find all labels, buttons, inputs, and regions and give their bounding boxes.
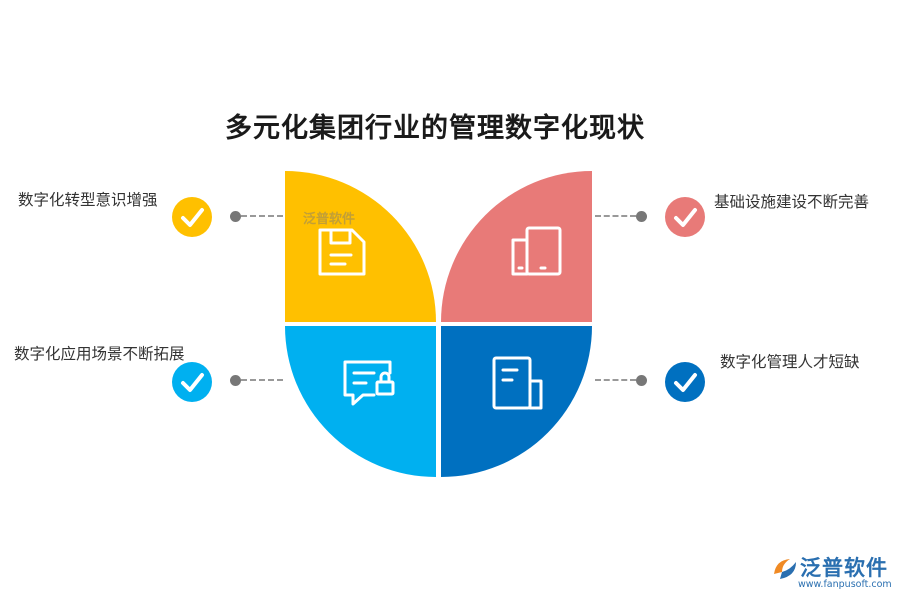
brand-logo-icon — [774, 559, 796, 579]
checkmark-icon — [172, 197, 212, 237]
brand-url: www.fanpusoft.com — [798, 579, 892, 590]
connector-dot — [230, 211, 241, 222]
connector-dot — [636, 211, 647, 222]
item-label-2: 基础设施建设不断完善 — [714, 193, 870, 211]
connector-line — [241, 379, 283, 381]
petal-yellow — [285, 171, 436, 322]
item-label-3: 数字化应用场景不断拓展 — [14, 345, 185, 363]
brand-logo: 泛普软件 www.fanpusoft.com — [770, 552, 895, 596]
checkmark-icon — [665, 362, 705, 402]
connector-line — [595, 215, 636, 217]
checkmark-icon — [665, 197, 705, 237]
item-label-4: 数字化管理人才短缺 — [720, 353, 860, 371]
connector-line — [595, 379, 636, 381]
chat-lock-icon — [343, 360, 395, 406]
watermark: 泛普软件 — [303, 212, 356, 227]
brand-name: 泛普软件 — [800, 556, 888, 580]
connector-dot — [230, 375, 241, 386]
item-label-1: 数字化转型意识增强 — [18, 191, 158, 209]
connector-dot — [636, 375, 647, 386]
document-icon — [492, 356, 543, 410]
page-title: 多元化集团行业的管理数字化现状 — [225, 113, 645, 144]
connector-line — [241, 215, 283, 217]
tablets-icon — [511, 226, 562, 276]
petal-dark-blue — [441, 326, 592, 477]
petal-red — [441, 171, 592, 322]
floppy-disk-icon — [318, 228, 366, 276]
petal-light-blue — [285, 326, 436, 477]
checkmark-icon — [172, 362, 212, 402]
